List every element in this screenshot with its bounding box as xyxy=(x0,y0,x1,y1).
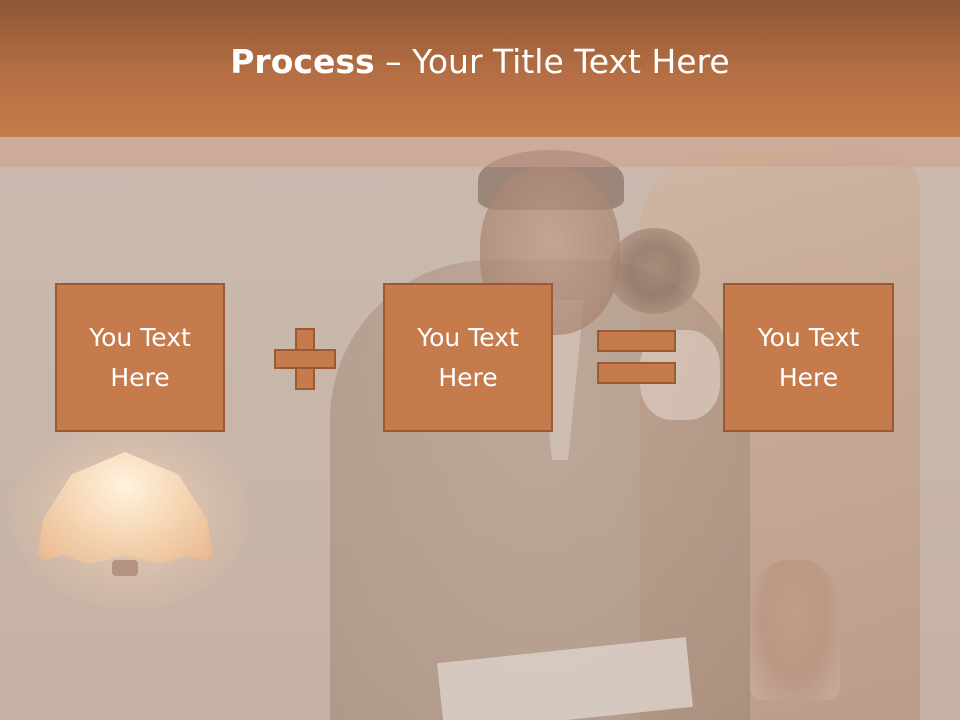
process-box-3[interactable]: You Text Here xyxy=(723,283,894,432)
title-rest-text: – Your Title Text Here xyxy=(374,42,730,81)
wine-glass xyxy=(750,560,840,700)
title-bold-text: Process xyxy=(230,42,375,81)
equals-top-bar xyxy=(597,330,676,352)
plus-center xyxy=(297,351,313,367)
process-box-1[interactable]: You Text Here xyxy=(55,283,225,432)
process-box-2-text: You Text Here xyxy=(417,322,519,392)
process-box-1-text: You Text Here xyxy=(89,322,191,392)
slide-title[interactable]: Process – Your Title Text Here xyxy=(230,42,729,81)
process-box-2[interactable]: You Text Here xyxy=(383,283,553,432)
lamp-base xyxy=(112,560,138,576)
equals-bottom-bar xyxy=(597,362,676,384)
process-box-3-text: You Text Here xyxy=(757,322,860,392)
title-band: Process – Your Title Text Here xyxy=(0,0,960,137)
title-band-strip xyxy=(0,137,960,167)
equals-icon xyxy=(597,330,676,384)
plus-icon xyxy=(274,328,336,390)
dress-rose xyxy=(608,228,700,314)
